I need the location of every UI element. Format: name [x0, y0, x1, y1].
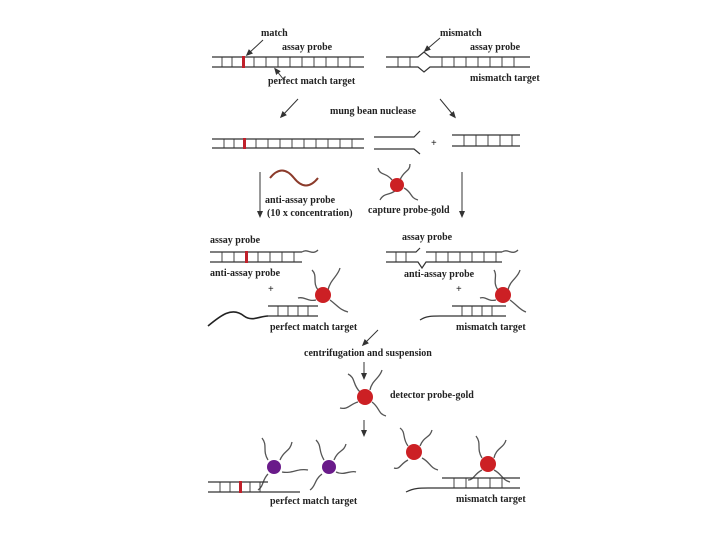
label-detector-probe-gold: detector probe-gold — [390, 390, 474, 401]
duplex-ticks — [221, 57, 351, 67]
detector-probe-gold-particle — [339, 369, 387, 417]
anti-assay-probe-wave — [269, 169, 319, 187]
anti-assay-strand — [207, 311, 269, 327]
mismatch-duplex-top: mismatch assay probe mismatch target — [386, 28, 540, 84]
label-assay-probe-3: assay probe — [402, 232, 453, 243]
capture-probe-gold-particle-2 — [297, 267, 349, 313]
match-base-pair-3 — [245, 251, 248, 263]
match-base-pair — [242, 56, 245, 68]
duplex-ticks-mm — [397, 57, 515, 67]
label-capture-probe-gold: capture probe-gold — [368, 205, 450, 216]
nuclease-step: mung bean nuclease + — [212, 98, 520, 155]
label-perfect-match-target-3: perfect match target — [270, 496, 358, 507]
label-mismatch-target-2: mismatch target — [456, 322, 526, 333]
label-mismatch-target: mismatch target — [470, 73, 540, 84]
mismatch-hybridization: assay probe anti-assay probe + — [386, 232, 526, 333]
free-gold-particle-1 — [393, 427, 439, 471]
label-assay-probe-2: assay probe — [210, 235, 261, 246]
plus-sign-1: + — [431, 138, 437, 149]
label-anti-assay-probe: anti-assay probe — [265, 195, 336, 206]
perfect-match-hybridization: assay probe anti-assay probe + — [207, 235, 358, 333]
label-perfect-match-target-2: perfect match target — [270, 322, 358, 333]
label-centrifugation: centrifugation and suspension — [304, 348, 432, 359]
plus-sign-2: + — [268, 284, 274, 295]
centrifugation-step: centrifugation and suspension detector p… — [304, 329, 474, 437]
match-base-pair-4 — [239, 481, 242, 493]
capture-probe-gold-particle-3 — [479, 269, 527, 313]
final-mismatch: mismatch target — [393, 427, 526, 505]
free-gold-particle-2 — [467, 435, 511, 483]
label-anti-assay-probe-3: anti-assay probe — [404, 269, 475, 280]
label-mismatch-target-3: mismatch target — [456, 494, 526, 505]
match-duplex-top: match assay probe perfect match target — [212, 28, 364, 87]
hybridized-gold-particle-1 — [257, 437, 309, 491]
final-perfect-match: perfect match target — [208, 437, 358, 507]
label-concentration: (10 x concentration) — [267, 208, 353, 219]
label-assay-probe-mm: assay probe — [470, 42, 521, 53]
match-base-pair-2 — [243, 138, 246, 149]
label-perfect-match-target: perfect match target — [268, 76, 356, 87]
label-anti-assay-probe-2: anti-assay probe — [210, 268, 281, 279]
label-mung-bean-nuclease: mung bean nuclease — [330, 106, 417, 117]
reagent-step: anti-assay probe (10 x concentration) ca… — [257, 163, 465, 219]
label-assay-probe: assay probe — [282, 42, 333, 53]
label-match: match — [261, 28, 288, 39]
plus-sign-3: + — [456, 284, 462, 295]
label-mismatch: mismatch — [440, 28, 482, 39]
capture-probe-gold-particle — [377, 163, 419, 201]
hybridized-gold-particle-2 — [309, 439, 357, 491]
